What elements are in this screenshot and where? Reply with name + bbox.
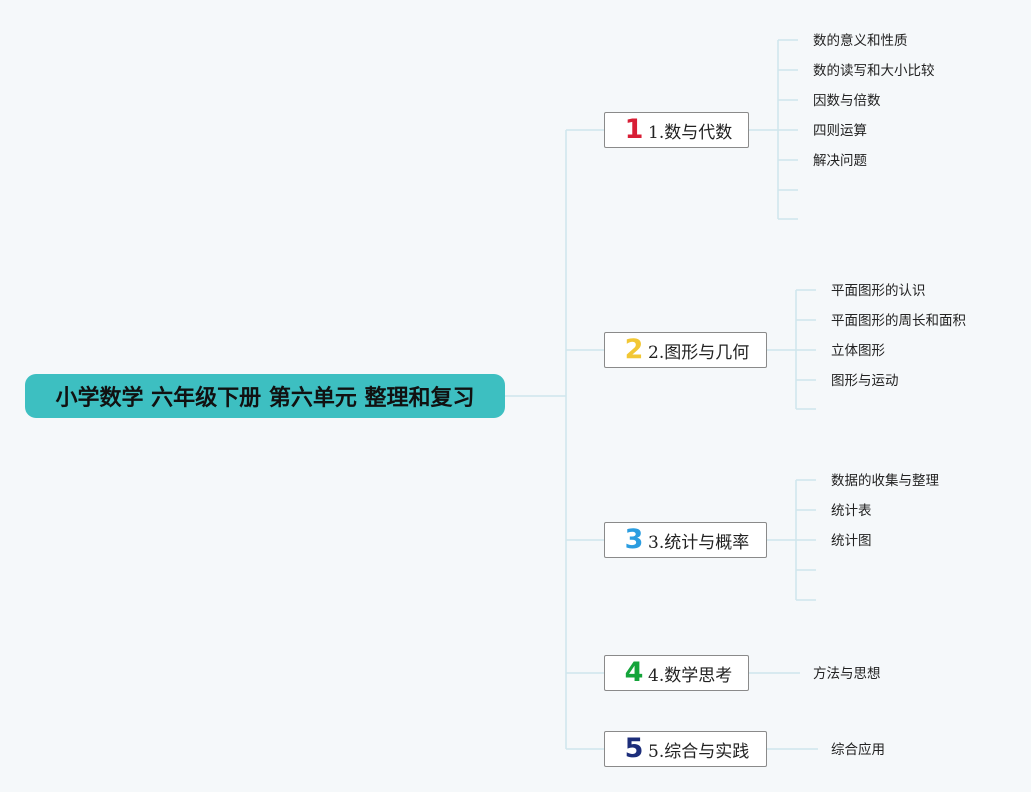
leaf-topic[interactable]: 平面图形的认识 (831, 283, 926, 299)
number-one-icon: 1 (624, 114, 644, 145)
branch-label: 3.统计与概率 (648, 532, 750, 553)
number-three-icon: 3 (624, 524, 644, 555)
branch-label: 2.图形与几何 (648, 342, 750, 363)
branch-statistics[interactable]: 3 3.统计与概率 (604, 522, 767, 558)
branch-practice[interactable]: 5 5.综合与实践 (604, 731, 767, 767)
leaf-topic[interactable]: 因数与倍数 (813, 93, 881, 109)
leaf-topic[interactable]: 综合应用 (831, 742, 885, 758)
leaf-topic[interactable]: 四则运算 (813, 123, 867, 139)
branch-number-algebra[interactable]: 1 1.数与代数 (604, 112, 749, 148)
branch-geometry[interactable]: 2 2.图形与几何 (604, 332, 767, 368)
leaf-topic[interactable]: 统计图 (831, 533, 872, 549)
branch-math-thinking[interactable]: 4 4.数学思考 (604, 655, 749, 691)
leaf-topic[interactable]: 解决问题 (813, 153, 867, 169)
leaf-topic[interactable]: 统计表 (831, 503, 872, 519)
leaf-topic[interactable]: 数据的收集与整理 (831, 473, 939, 489)
leaf-topic[interactable]: 数的读写和大小比较 (813, 63, 935, 79)
number-five-icon: 5 (624, 733, 644, 764)
branch-label: 5.综合与实践 (648, 741, 750, 762)
leaf-topic[interactable]: 数的意义和性质 (813, 33, 908, 49)
branch-label: 4.数学思考 (648, 665, 733, 686)
leaf-topic[interactable]: 平面图形的周长和面积 (831, 313, 966, 329)
root-topic[interactable]: 小学数学 六年级下册 第六单元 整理和复习 (25, 374, 505, 418)
root-title: 小学数学 六年级下册 第六单元 整理和复习 (55, 386, 475, 411)
leaf-topic[interactable]: 方法与思想 (813, 666, 881, 682)
leaf-topic[interactable]: 图形与运动 (831, 373, 899, 389)
number-four-icon: 4 (624, 657, 644, 688)
leaf-topic[interactable]: 立体图形 (831, 343, 885, 359)
number-two-icon: 2 (624, 334, 644, 365)
branch-label: 1.数与代数 (648, 122, 733, 143)
